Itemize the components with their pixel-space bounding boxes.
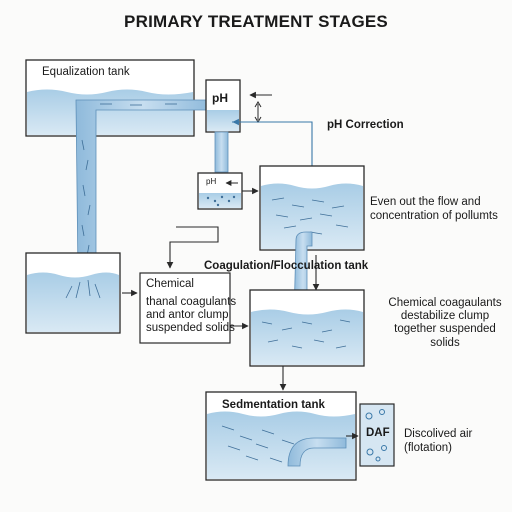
daf-unit <box>359 403 395 467</box>
page-title: PRIMARY TREATMENT STAGES <box>124 12 388 31</box>
sedimentation-tank <box>205 391 357 481</box>
ph-meter-label: pH <box>212 91 228 105</box>
equalization-tank-label: Equalization tank <box>42 66 130 78</box>
chemical-box <box>139 272 231 344</box>
coag-tank-label: Coagulation/Flocculation tank <box>204 260 369 272</box>
daf-note: Discolived air (flotation) <box>404 428 473 454</box>
chemical-box-title: Chemical <box>146 278 194 290</box>
ph-sensor-label: pH <box>206 177 217 186</box>
sedimentation-label: Sedmentation tank <box>222 399 325 411</box>
ph-sensor-box <box>197 172 243 210</box>
daf-label: DAF <box>366 427 390 439</box>
pipe-ph-down <box>214 131 229 173</box>
flow-note: Even out the flow and concentration of p… <box>370 196 498 222</box>
mixing-tank <box>25 252 121 334</box>
flow-equalizing-tank <box>259 165 365 251</box>
coag-flocc-tank <box>249 289 365 367</box>
ph-correction-label: pH Correction <box>327 119 404 131</box>
chemical-feed-line <box>166 226 219 269</box>
chemical-note: Chemical coagaulants destabilize clump t… <box>388 297 502 349</box>
ph-meter-box <box>205 79 241 133</box>
chemical-box-text: thanal coagulants and antor clump suspen… <box>146 296 237 335</box>
